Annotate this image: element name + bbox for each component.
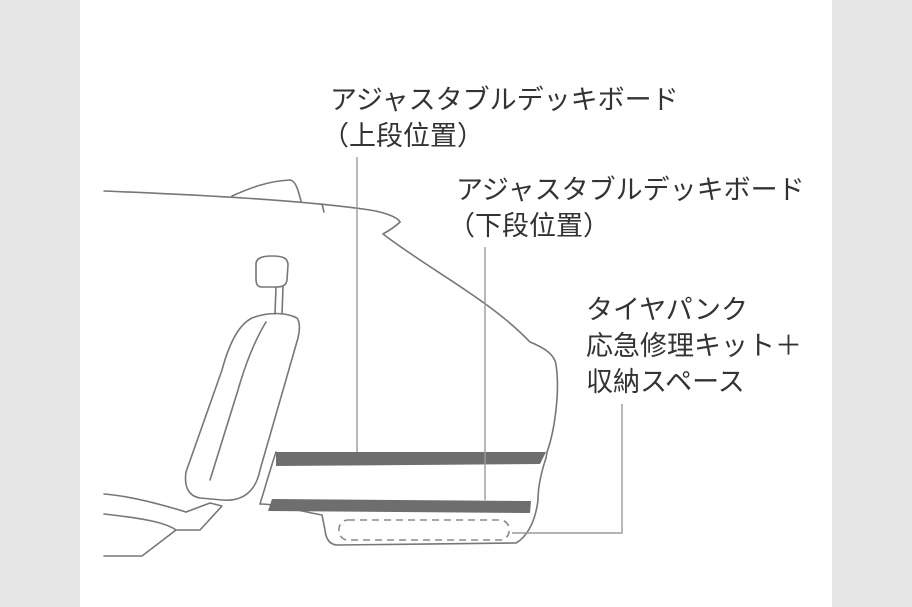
label-lower-deck-line1: アジャスタブルデッキボード xyxy=(456,175,805,206)
headrest-post xyxy=(274,286,284,315)
deck-board-lower xyxy=(268,499,531,513)
seat-back-seam xyxy=(209,321,267,481)
label-storage: タイヤパンク 応急修理キット＋ 収納スペース xyxy=(586,293,802,401)
label-storage-line2: 応急修理キット＋ xyxy=(586,331,802,362)
label-storage-line1: タイヤパンク xyxy=(586,295,748,326)
cargo-sill-outline xyxy=(259,451,277,505)
label-lower-deck-line2: （下段位置） xyxy=(448,211,610,242)
roof-outline xyxy=(103,190,401,223)
headrest-outline xyxy=(255,255,289,288)
seat-cushion-outline xyxy=(103,493,187,557)
roof-seam xyxy=(321,203,325,213)
label-upper-deck-line1: アジャスタブルデッキボード xyxy=(330,85,679,116)
seat-back-outline xyxy=(184,312,301,501)
label-storage-line3: 収納スペース xyxy=(586,367,745,398)
label-upper-deck-line2: （上段位置） xyxy=(322,121,484,152)
deck-board-upper xyxy=(276,452,546,466)
seat-base-outline xyxy=(175,502,223,531)
label-lower-deck: アジャスタブルデッキボード （下段位置） xyxy=(448,173,805,245)
rear-hatch-outline xyxy=(382,221,559,459)
antenna-fin xyxy=(231,179,302,202)
leader-line-storage xyxy=(512,404,623,534)
storage-compartment xyxy=(338,519,510,541)
label-upper-deck: アジャスタブルデッキボード （上段位置） xyxy=(322,83,679,155)
